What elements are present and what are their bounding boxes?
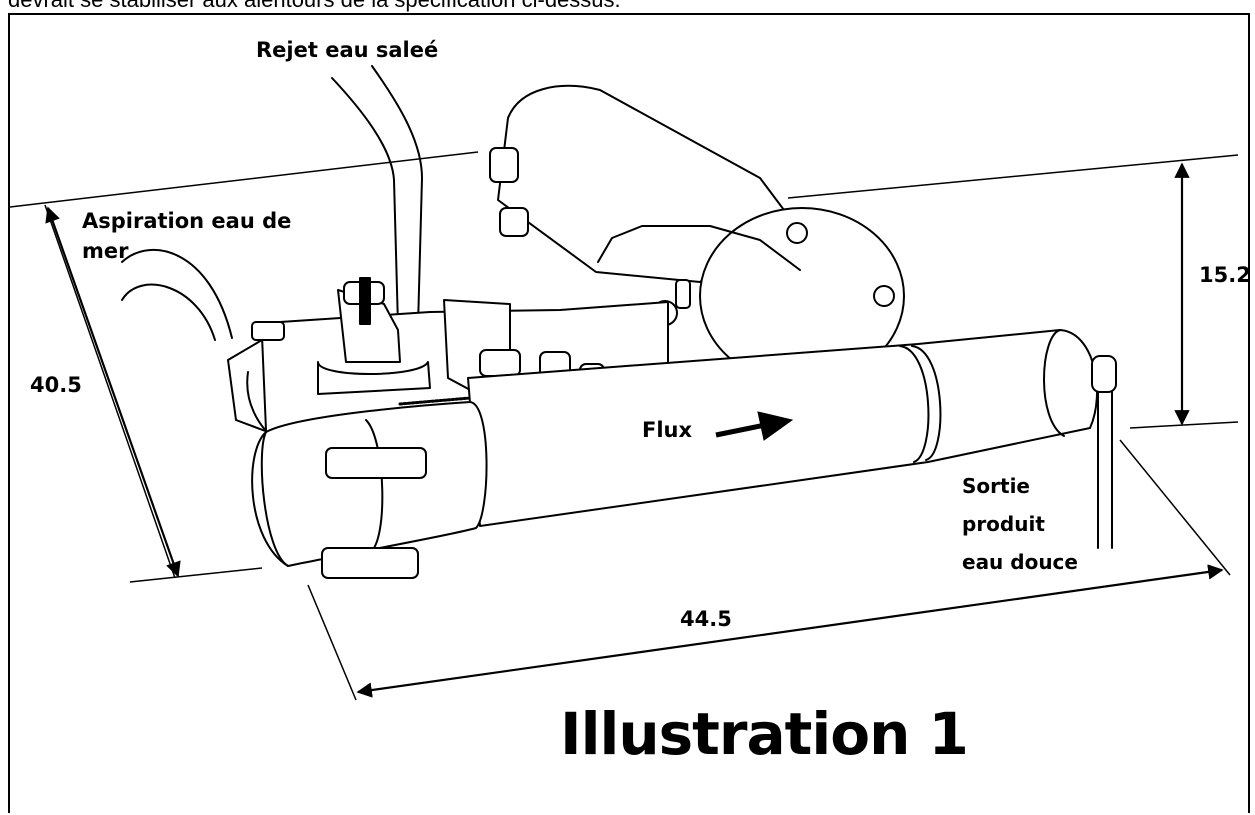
- label-product-1: Sortie: [962, 474, 1030, 498]
- intro-text-cut: devrait se stabiliser aux alentours de l…: [8, 0, 621, 13]
- label-brine-reject: Rejet eau saleé: [256, 38, 439, 62]
- dimension-depth: 40.5: [30, 373, 82, 397]
- label-product-2: produit: [962, 512, 1045, 536]
- flow-arrow: [715, 411, 794, 441]
- depth-arrow: [45, 206, 181, 578]
- dimension-arrows: [45, 162, 1224, 698]
- illustration-caption: Illustration 1: [560, 700, 969, 768]
- length-arrow: [356, 564, 1224, 698]
- label-seawater-intake-1: Aspiration eau de: [82, 209, 292, 233]
- illustration-frame: [8, 13, 1250, 813]
- electric-motor: [489, 84, 905, 385]
- brine-hose: [331, 77, 399, 327]
- label-product-3: eau douce: [962, 550, 1078, 574]
- watermaker-unit: [121, 65, 1117, 579]
- label-flow: Flux: [642, 418, 693, 442]
- label-seawater-intake-2: mer: [82, 239, 129, 263]
- dimension-length: 44.5: [680, 607, 732, 631]
- membrane-vessel: [467, 329, 1117, 549]
- end-cap: [251, 401, 488, 579]
- dimension-height: 15.2: [1199, 263, 1251, 287]
- intake-hose: [121, 248, 233, 339]
